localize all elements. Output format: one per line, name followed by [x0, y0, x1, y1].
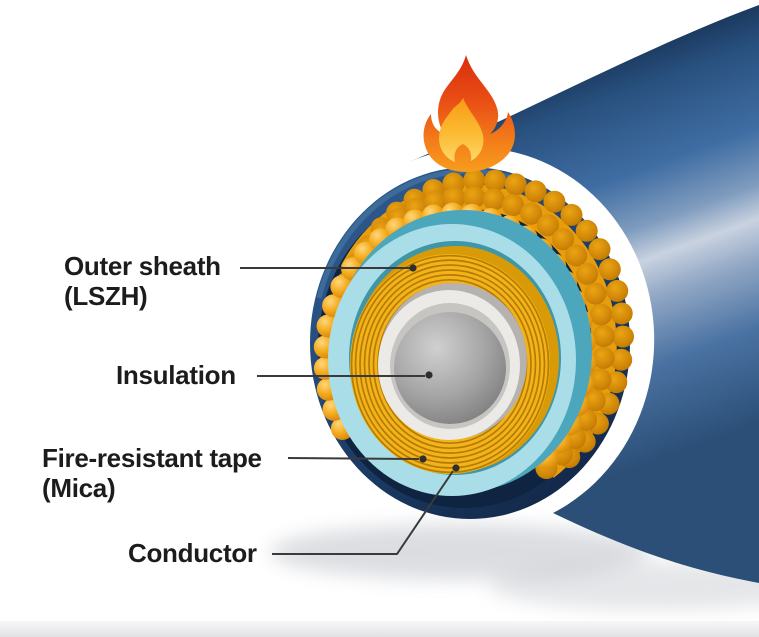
label-conductor: Conductor: [128, 538, 257, 568]
label-outer-sheath-line2: (LSZH): [64, 281, 148, 312]
dot-insulation: [425, 371, 433, 379]
label-fire-resistant-tape: Fire-resistant tape (Mica): [42, 443, 262, 503]
armour-wire: [482, 188, 505, 211]
mica-spiral-line: [350, 254, 550, 474]
leader-dots: [409, 264, 460, 472]
label-insulation-line1: Insulation: [116, 360, 236, 390]
armour-wire: [588, 238, 611, 261]
mica-spiral-line: [354, 259, 546, 469]
mica-spiral-line: [363, 269, 537, 459]
armour-wire: [589, 368, 612, 391]
cable-shadow: [270, 524, 759, 610]
armour-wire: [576, 262, 599, 285]
armour-wire: [543, 190, 566, 213]
armour-wire: [575, 219, 598, 242]
armour-wire: [610, 302, 633, 325]
leader-lines: [240, 267, 454, 555]
label-outer-sheath: Outer sheath (LSZH): [64, 251, 221, 311]
armour-wire: [584, 282, 607, 305]
dot-outer-sheath: [409, 264, 417, 272]
flame-icon: [423, 55, 515, 172]
armour-wire: [606, 279, 629, 302]
armour-wire: [504, 173, 527, 196]
label-conductor-line1: Conductor: [128, 538, 257, 568]
conductor-core: [394, 312, 506, 424]
armour-wire: [565, 244, 588, 267]
dot-conductor: [452, 464, 460, 472]
mica-spiral-line: [368, 274, 532, 454]
armour-wire: [520, 202, 543, 225]
armour-wire: [463, 186, 486, 209]
armour-wire: [463, 169, 486, 192]
mica-spiral-line: [359, 264, 541, 464]
armour-wire: [560, 203, 583, 226]
dot-fire-tape: [419, 455, 427, 463]
armour-wire: [537, 214, 559, 237]
label-fire-tape-line2: (Mica): [42, 473, 116, 504]
armour-wire: [598, 258, 621, 281]
armour-wire: [592, 325, 615, 348]
armour-wire: [484, 169, 507, 192]
leader-fire-tape: [287, 457, 420, 460]
label-insulation: Insulation: [116, 360, 236, 390]
armour-wire: [590, 303, 612, 326]
armour-wire: [583, 389, 606, 412]
armour-wire: [552, 228, 575, 251]
label-fire-tape-line1: Fire-resistant tape: [42, 443, 262, 473]
footer-bar: [0, 621, 759, 637]
flame-inner: [439, 98, 484, 162]
armour-wire: [524, 180, 547, 203]
armour-wire: [592, 346, 615, 369]
leader-conductor: [272, 470, 454, 555]
cable-body: [409, 5, 759, 583]
cable-cross-section: [310, 167, 634, 519]
armour-wire: [612, 325, 634, 348]
armour-wire: [502, 194, 524, 217]
label-outer-sheath-line1: Outer sheath: [64, 251, 221, 281]
armour-wire: [610, 348, 633, 371]
